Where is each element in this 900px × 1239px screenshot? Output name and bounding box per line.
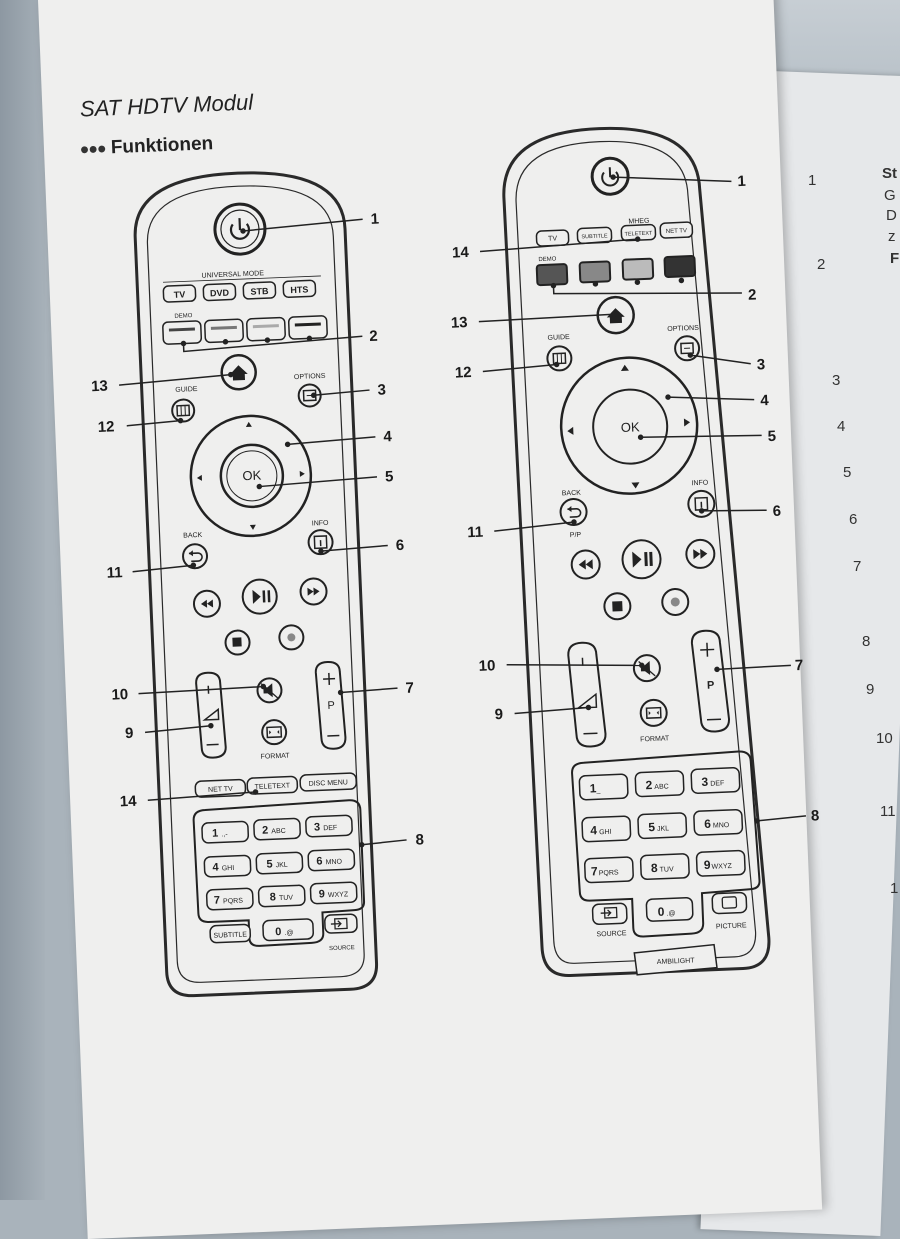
left-net-tv-button: NET TV [208, 786, 233, 794]
left-source-label: SOURCE [329, 945, 355, 952]
callout-left-4: 4 [383, 428, 393, 445]
left-ok-button: OK [242, 467, 262, 483]
callout-right-12: 12 [455, 364, 472, 382]
left-guide-label: GUIDE [175, 386, 198, 394]
callout-right-8: 8 [811, 807, 820, 824]
right-mode-nettv: NET TV [666, 228, 687, 235]
right-picture-label: PICTURE [716, 922, 747, 930]
callout-left-10: 10 [111, 686, 128, 704]
left-color-buttons [163, 316, 328, 345]
right-mute-button [633, 655, 660, 682]
right-back-label: BACK [562, 490, 582, 498]
left-mode-dvd: DVD [210, 288, 230, 299]
callout-right-6: 6 [772, 503, 781, 520]
right-color-buttons [537, 256, 696, 285]
right-guide-button [547, 346, 572, 371]
right-volume-rocker [568, 642, 606, 747]
callout-right-2: 2 [748, 286, 757, 303]
callout-right-4: 4 [760, 392, 770, 409]
next-page-fragment: St [882, 165, 897, 182]
right-transport-buttons [571, 537, 717, 621]
left-mode-stb: STB [250, 286, 269, 297]
callout-left-11: 11 [106, 564, 123, 582]
right-mode-tv: TV [548, 235, 558, 242]
callout-left-9: 9 [125, 725, 134, 742]
callout-left-7: 7 [405, 680, 414, 697]
left-mode-tv: TV [174, 289, 186, 299]
callout-right-9: 9 [494, 706, 503, 723]
left-subtitle-button: SUBTITLE [213, 931, 247, 939]
next-page-fragment: D [886, 207, 897, 224]
callout-numbers: 1 2 13 3 12 4 5 11 6 10 7 9 14 8 1 14 2 … [84, 171, 820, 861]
callout-left-2: 2 [369, 328, 378, 345]
left-format-button [262, 720, 287, 745]
right-info-label: INFO [691, 480, 709, 488]
right-mode-subtitle: SUBTITLE [581, 233, 608, 240]
right-ok-button: OK [621, 419, 641, 435]
callout-right-14: 14 [452, 244, 470, 262]
right-mode-teletext: TELETEXT [624, 231, 653, 238]
right-options-label: OPTIONS [667, 325, 699, 333]
callout-left-14: 14 [119, 793, 137, 811]
callout-left-12: 12 [97, 418, 114, 436]
callout-left-8: 8 [415, 831, 424, 848]
left-back-label: BACK [183, 532, 203, 540]
next-page-fragment: F [890, 250, 899, 267]
left-volume-rocker [196, 672, 226, 758]
callout-right-11: 11 [467, 524, 484, 542]
right-guide-label: GUIDE [547, 334, 570, 342]
left-options-label: OPTIONS [294, 373, 326, 381]
right-pp-label: P/P [570, 532, 582, 539]
right-format-button [640, 699, 667, 726]
left-info-label: INFO [312, 520, 330, 528]
left-format-label: FORMAT [260, 753, 290, 761]
callout-right-1: 1 [737, 173, 746, 190]
callout-right-10: 10 [478, 657, 495, 675]
callout-right-5: 5 [767, 428, 776, 445]
next-page-fragment: z [888, 228, 896, 245]
left-mode-hts: HTS [290, 284, 308, 295]
right-format-label: FORMAT [640, 735, 670, 743]
left-teletext-button: TELETEXT [255, 783, 291, 791]
callout-left-3: 3 [377, 381, 386, 398]
callout-right-3: 3 [756, 356, 765, 373]
right-p-label: P [707, 679, 715, 691]
left-mute-button [257, 678, 282, 703]
callout-left-1: 1 [370, 211, 379, 228]
right-demo-label: DEMO [538, 256, 557, 263]
right-source-label: SOURCE [596, 930, 627, 938]
callout-right-7: 7 [795, 657, 804, 674]
callout-right-13: 13 [451, 314, 468, 332]
callout-left-13: 13 [91, 378, 108, 396]
callout-left-5: 5 [385, 468, 394, 485]
left-p-label: P [327, 700, 335, 712]
left-mode-buttons: TV DVD STB HTS [163, 280, 316, 302]
left-home-button [221, 355, 256, 390]
next-page-fragment: G [884, 187, 896, 204]
right-options-button [675, 336, 700, 361]
left-guide-button [172, 399, 195, 422]
callout-left-6: 6 [395, 537, 404, 554]
left-demo-label: DEMO [174, 313, 193, 320]
